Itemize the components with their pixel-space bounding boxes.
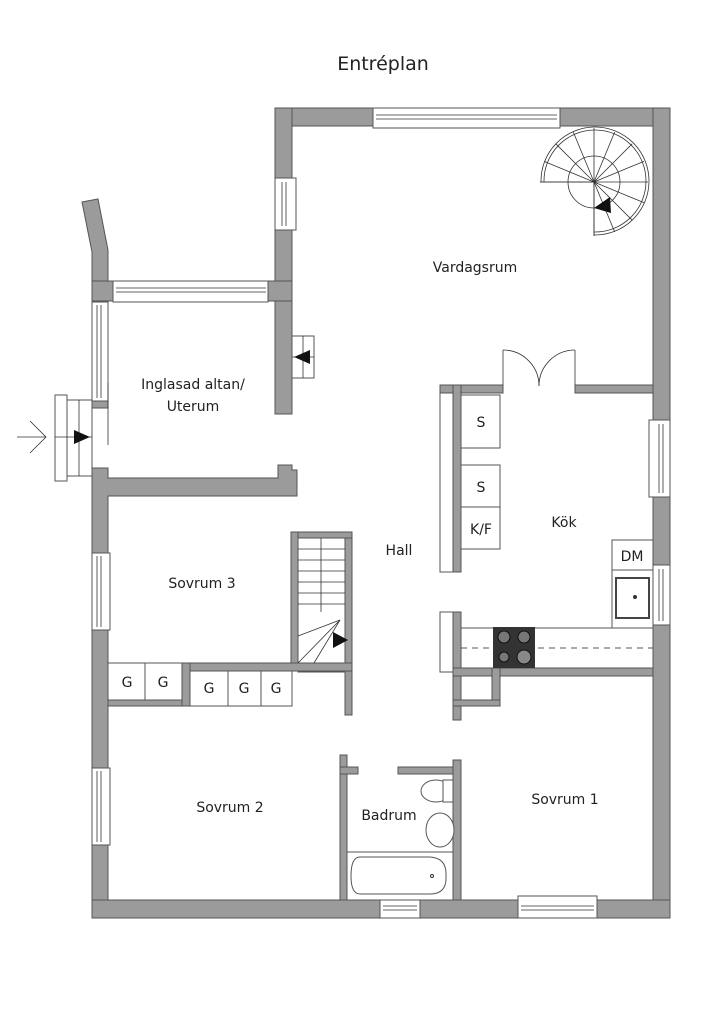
stair-arrow-icon bbox=[333, 632, 348, 648]
stair-tread bbox=[593, 181, 633, 221]
room-label-uterum: Uterum bbox=[167, 399, 220, 415]
room-label-altan: Inglasad altan/ bbox=[141, 377, 245, 393]
spiral-staircase bbox=[540, 126, 650, 236]
closet-g: G bbox=[122, 675, 133, 691]
cabinet-s-1: S bbox=[477, 415, 486, 431]
entry-arrow-icon bbox=[74, 430, 90, 444]
stair-tread bbox=[593, 143, 633, 183]
room-labels: Vardagsrum Inglasad altan/ Uterum Hall K… bbox=[141, 260, 599, 824]
fridge-freezer: K/F bbox=[470, 522, 492, 538]
room-label-sovrum2: Sovrum 2 bbox=[196, 800, 263, 816]
closet-g: G bbox=[271, 681, 282, 697]
stair-tread bbox=[593, 131, 616, 183]
entrance[interactable] bbox=[17, 335, 315, 482]
room-label-sovrum3: Sovrum 3 bbox=[168, 576, 235, 592]
kitchen-fixtures: S S K/F DM bbox=[439, 392, 654, 701]
closet-g: G bbox=[239, 681, 250, 697]
washbasin-icon bbox=[425, 812, 455, 848]
bathtub-icon bbox=[350, 856, 447, 895]
bathroom-fixtures bbox=[346, 779, 455, 901]
closet-g: G bbox=[158, 675, 169, 691]
sink-icon bbox=[615, 577, 650, 619]
plan-title: Entréplan bbox=[337, 53, 429, 75]
room-label-sovrum1: Sovrum 1 bbox=[531, 792, 598, 808]
stair-tread bbox=[593, 160, 645, 183]
room-label-vardagsrum: Vardagsrum bbox=[433, 260, 518, 276]
hall-staircase bbox=[297, 537, 348, 664]
closet-g: G bbox=[204, 681, 215, 697]
room-label-hall: Hall bbox=[386, 543, 413, 559]
stair-tread bbox=[543, 160, 595, 183]
room-label-badrum: Badrum bbox=[361, 808, 416, 824]
stair-tread bbox=[572, 131, 595, 183]
windows bbox=[91, 107, 671, 919]
room-label-kok: Kök bbox=[551, 515, 577, 531]
stair-tread bbox=[555, 143, 595, 183]
storage-closets: G G G G G bbox=[107, 662, 293, 707]
dishwasher: DM bbox=[621, 549, 644, 565]
stair-arrow-icon bbox=[594, 197, 611, 213]
step-arrow-icon bbox=[294, 350, 310, 364]
cabinet-s-2: S bbox=[477, 480, 486, 496]
stair-tread bbox=[593, 181, 645, 204]
double-door[interactable] bbox=[502, 349, 576, 387]
